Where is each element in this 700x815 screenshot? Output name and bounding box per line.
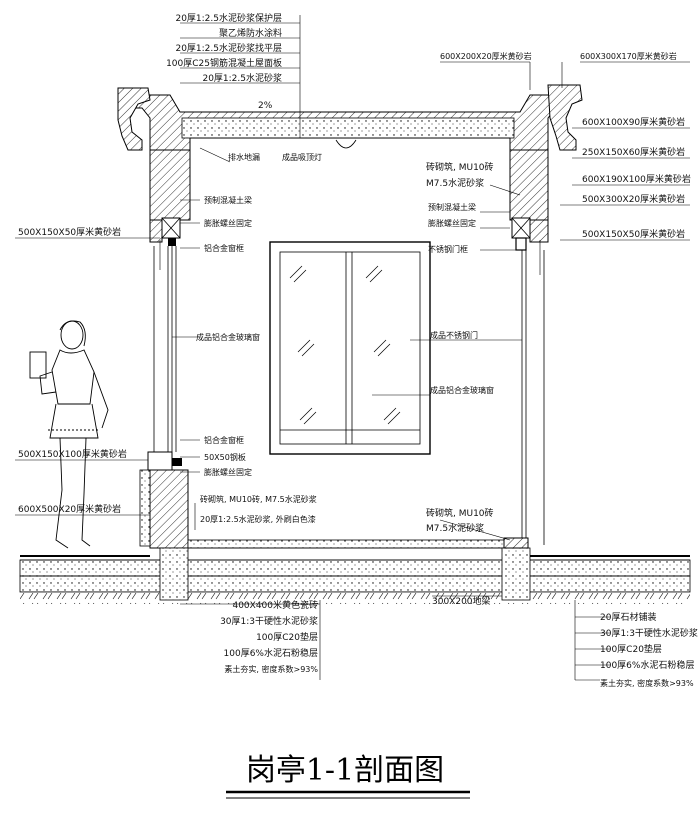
- label-floor-right-4: 100厚6%水泥石粉稳层: [600, 659, 694, 671]
- right-wall-upper: [509, 149, 549, 251]
- label-slope: 2%: [258, 101, 273, 111]
- drawing-title: 岗亭1-1剖面图: [246, 753, 444, 788]
- label-roof-layer-3: 20厚1:2.5水泥砂浆找平层: [175, 42, 282, 54]
- label-floor-left-1: 400X400米黄色瓷砖: [232, 599, 318, 611]
- label-floor-right-1: 20厚石材铺装: [600, 611, 656, 623]
- label-right-precast-beam: 预制混凝土梁: [428, 202, 476, 212]
- label-right-lower-brick: 砖砌筑, MU10砖: [426, 507, 494, 519]
- label-right-stone-3: 600X190X100厚米黄砂岩: [582, 173, 691, 185]
- right-door: [521, 250, 545, 545]
- label-roof-layer-1: 20厚1:2.5水泥砂浆保护层: [175, 12, 282, 24]
- label-left-base-stone-1: 500X150X100厚米黄砂岩: [18, 448, 127, 460]
- label-right-stone-1: 600X100X90厚米黄砂岩: [582, 116, 685, 128]
- human-figure: [29, 320, 109, 549]
- label-window-frame-upper: 铝合金窗框: [204, 243, 244, 253]
- left-window: [153, 246, 177, 452]
- label-back-glass-window: 成品铝合金玻璃窗: [430, 385, 494, 395]
- label-roof-layer-4: 100厚C25钢筋混凝土屋面板: [166, 57, 282, 69]
- label-expansion-bolt-left: 膨胀螺丝固定: [204, 218, 252, 228]
- label-ground-beam: 300X200地梁: [432, 595, 491, 607]
- label-floor-left-3: 100厚C20垫层: [256, 631, 318, 643]
- label-right-brick: 砖砌筑, MU10砖: [426, 161, 494, 173]
- label-stainless-door: 成品不锈钢门: [430, 330, 478, 340]
- label-right-expansion-bolt: 膨胀螺丝固定: [428, 218, 476, 228]
- label-right-top-stone-2: 600X300X170厚米黄砂岩: [580, 51, 677, 61]
- floor-foundation: [19, 537, 691, 604]
- label-wall-brick-left: 砖砌筑, MU10砖, M7.5水泥砂浆: [200, 494, 317, 504]
- roof-structure: [117, 84, 583, 151]
- back-glass-window: [269, 241, 431, 455]
- label-floor-left-2: 30厚1:3干硬性水泥砂浆: [220, 615, 318, 627]
- label-right-lower-mortar: M7.5水泥砂浆: [426, 522, 484, 534]
- label-floor-drain: 排水地漏: [228, 152, 260, 162]
- label-floor-right-5: 素土夯实, 密度系数>93%: [600, 678, 694, 688]
- label-right-stone-5: 500X150X50厚米黄砂岩: [582, 228, 685, 240]
- label-roof-layer-5: 20厚1:2.5水泥砂浆: [202, 72, 282, 84]
- label-ceiling-lamp: 成品吸顶灯: [282, 152, 322, 162]
- left-wall-lower: [139, 451, 189, 549]
- label-left-outer-stone: 500X150X50厚米黄砂岩: [18, 226, 121, 238]
- ceiling-lamp-icon: [335, 139, 357, 149]
- label-right-stone-2: 250X150X60厚米黄砂岩: [582, 146, 685, 158]
- label-precast-beam-left: 预制混凝土梁: [204, 195, 252, 205]
- label-aluminium-window: 成品铝合金玻璃窗: [196, 332, 260, 342]
- label-roof-layer-2: 聚乙烯防水涂料: [219, 27, 282, 39]
- label-window-frame-lower: 铝合金窗框: [204, 435, 244, 445]
- label-stainless-frame: 不锈钢门框: [428, 244, 468, 254]
- label-right-mortar: M7.5水泥砂浆: [426, 177, 484, 189]
- label-floor-right-3: 100厚C20垫层: [600, 643, 662, 655]
- left-wall-upper: [149, 149, 191, 246]
- label-floor-left-4: 100厚6%水泥石粉稳层: [224, 647, 318, 659]
- label-right-stone-4: 500X300X20厚米黄砂岩: [582, 193, 685, 205]
- label-left-base-stone-2: 600X500X20厚米黄砂岩: [18, 503, 121, 515]
- label-right-top-stone-1: 600X200X20厚米黄砂岩: [440, 51, 532, 61]
- label-floor-right-2: 30厚1:3干硬性水泥砂浆: [600, 627, 698, 639]
- label-floor-left-5: 素土夯实, 密度系数>93%: [224, 664, 318, 674]
- label-expansion-bolt-lower: 膨胀螺丝固定: [204, 467, 252, 477]
- label-wall-plaster-left: 20厚1:2.5水泥砂浆, 外刷白色漆: [200, 514, 316, 524]
- label-steel-plate: 50X50钢板: [204, 452, 246, 462]
- leader-lines: [15, 15, 690, 681]
